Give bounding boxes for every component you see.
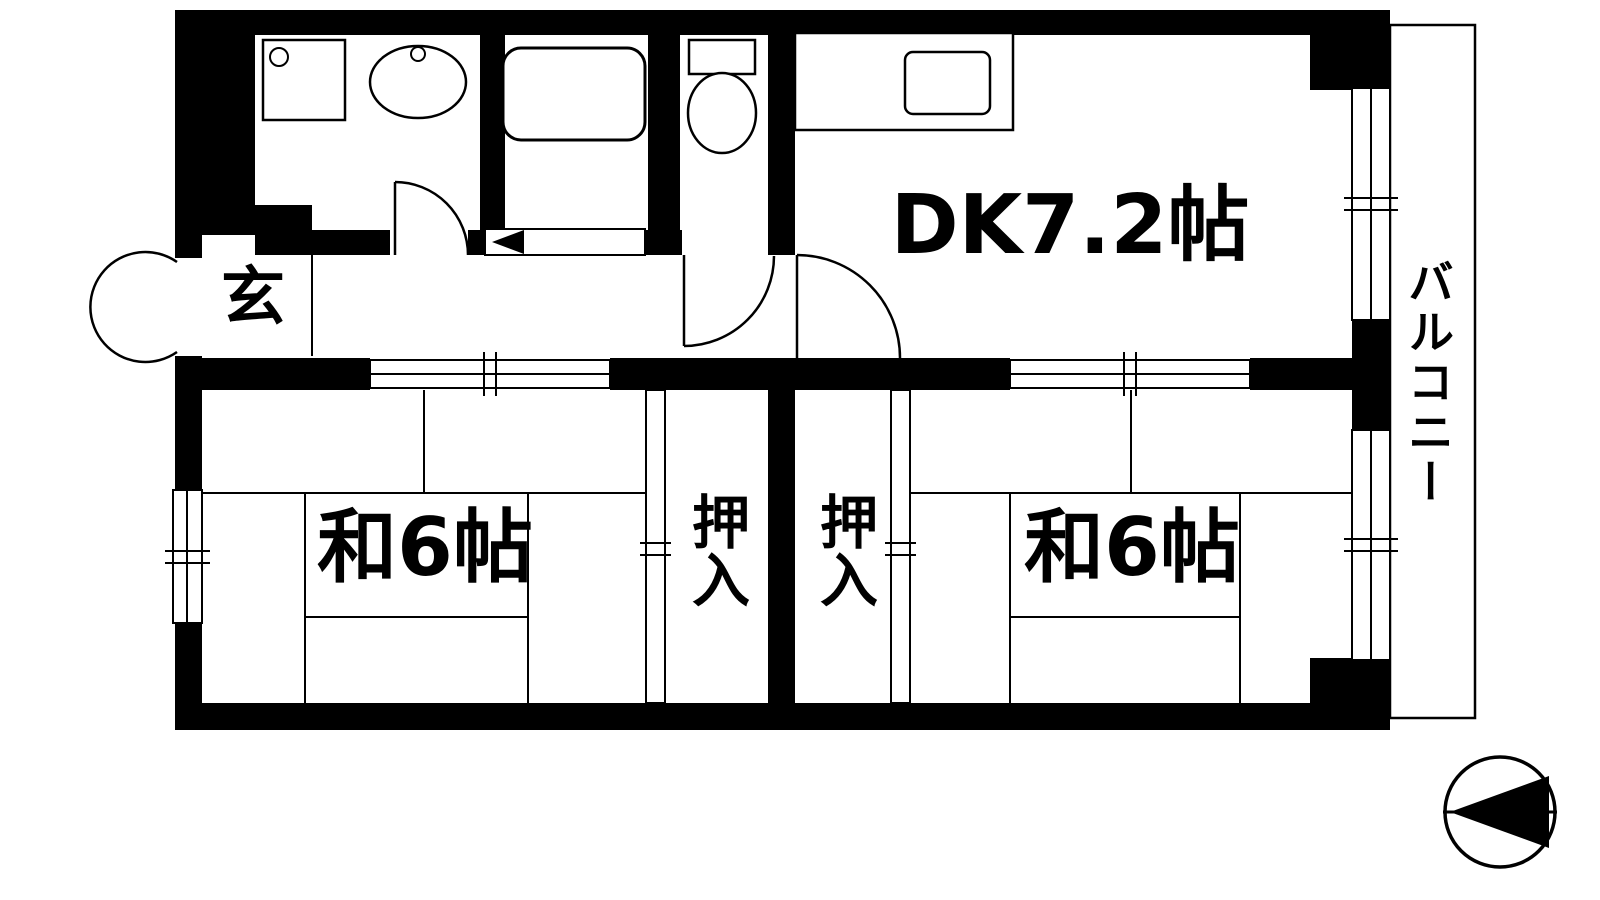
kitchen-counter — [793, 31, 1015, 132]
room-label-genkan: 玄 — [221, 261, 285, 335]
dk-door — [795, 253, 902, 359]
wall-corner-top-right — [1310, 10, 1390, 90]
entrance-door-arc — [89, 250, 178, 364]
wall-middle-a — [202, 358, 370, 390]
bathtub — [501, 46, 647, 142]
wall-left-lower — [175, 623, 202, 730]
room-label-balcony: バルコニー — [1401, 258, 1455, 508]
room-label-washitsu-right: 和6帖 — [1024, 501, 1240, 594]
wall-bottom — [175, 703, 1390, 730]
room-label-washitsu-left: 和6帖 — [317, 501, 533, 594]
closet-door-left — [640, 389, 671, 704]
walls — [175, 10, 1390, 730]
wall-topleft-mass — [202, 35, 255, 235]
wall-utility-bath — [480, 35, 505, 230]
window-room-balcony — [1344, 429, 1398, 661]
wall-stub-b — [645, 230, 682, 255]
toilet-door — [682, 255, 776, 348]
doors — [89, 180, 902, 364]
wall-right-mid — [1352, 320, 1390, 432]
tatami-lines — [202, 390, 1352, 703]
bath-sliding-door — [484, 228, 646, 256]
washbasin — [368, 44, 468, 120]
wall-center-vertical — [768, 358, 795, 703]
windows — [165, 87, 1398, 661]
sliding-partition-right — [1009, 352, 1251, 396]
wall-left-mid — [175, 356, 202, 490]
room-label-oshiire-left: 押入 — [682, 492, 750, 608]
closet-door-right — [885, 389, 916, 704]
balcony-outline — [1388, 23, 1477, 720]
closet-doors — [640, 389, 916, 704]
room-label-dk: DK7.2帖 — [890, 178, 1250, 273]
wall-left-upper — [175, 10, 202, 258]
wall-middle-d — [1250, 358, 1352, 390]
wall-bath-toilet — [648, 35, 680, 230]
wall-toilet-dk — [768, 10, 795, 255]
fixtures — [261, 31, 1015, 155]
utility-door — [393, 180, 470, 256]
room-label-oshiire-right: 押入 — [810, 492, 878, 608]
sliding-partition-left — [369, 352, 611, 396]
wall-stub-a — [468, 230, 485, 255]
window-dk-balcony — [1344, 87, 1398, 321]
wall-utility-bottom — [255, 230, 390, 255]
toilet — [686, 38, 758, 155]
washing-machine-pan — [261, 38, 347, 122]
window-left-room — [165, 489, 210, 624]
wall-middle-b — [610, 358, 768, 390]
wall-middle-c — [795, 358, 1010, 390]
compass-icon — [1443, 755, 1557, 869]
kitchen-sink — [903, 50, 992, 116]
